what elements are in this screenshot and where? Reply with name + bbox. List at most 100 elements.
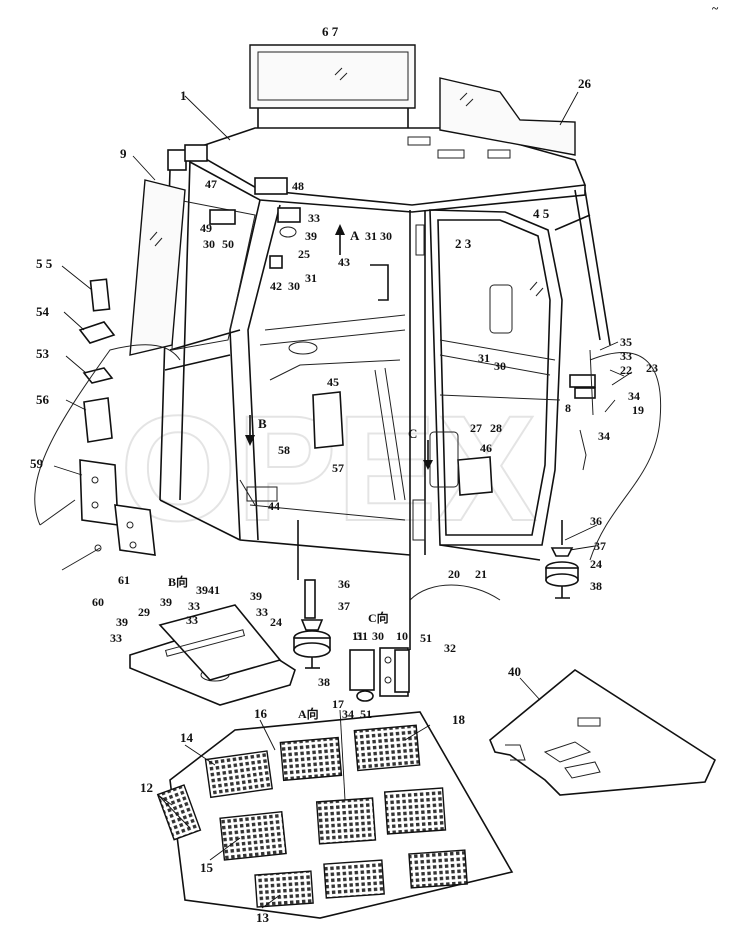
view-arrow-c: C (408, 426, 417, 441)
callout: 53 (36, 346, 50, 361)
callout: 54 (36, 304, 50, 319)
b-view-floor-plate (129, 604, 296, 706)
callout: 33 (308, 211, 320, 225)
mesh-15 (219, 810, 287, 861)
corner-mark: ~ (712, 1, 719, 15)
view-title-b: B向 (168, 574, 188, 589)
callout: 43 (338, 255, 350, 269)
callout: 47 (205, 177, 217, 191)
callout: 21 (475, 567, 487, 581)
roof-window-glass (249, 44, 416, 109)
mesh-13 (254, 870, 314, 908)
callout: 24 (270, 615, 282, 629)
callout: 45 (327, 375, 339, 389)
callout: 30 (203, 237, 215, 251)
mesh-17 (315, 797, 377, 845)
callout: 17 (332, 697, 344, 711)
mesh-12 (156, 784, 202, 841)
callout: 5 5 (36, 256, 53, 271)
callout: 29 (138, 605, 150, 619)
callout: 27 (470, 421, 482, 435)
callout: 22 (620, 363, 632, 377)
plate-55 (89, 278, 111, 312)
callout: 33 (256, 605, 268, 619)
callout: 34 (598, 429, 610, 443)
callout: 24 (590, 557, 602, 571)
callout: 1 (180, 88, 187, 103)
callout: 8 (565, 401, 571, 415)
mesh-20 (323, 859, 385, 899)
mesh-19 (383, 787, 447, 835)
view-title-a: A向 (298, 706, 319, 721)
callout: 9 (120, 146, 127, 161)
callout: 6 7 (322, 24, 339, 39)
callout: 39 (116, 615, 128, 629)
bracket-59 (79, 459, 119, 526)
mesh-21 (408, 849, 468, 889)
callout: 30 (288, 279, 300, 293)
callout: 3941 (196, 583, 220, 597)
callout: 50 (222, 237, 234, 251)
callout: 42 (270, 279, 282, 293)
callout: 28 (490, 421, 502, 435)
callout: 31 (356, 629, 368, 643)
view-arrow-b: B (258, 416, 267, 431)
callout: 59 (30, 456, 44, 471)
callout: 49 (200, 221, 212, 235)
callout: 20 (448, 567, 460, 581)
panel-45 (312, 391, 344, 449)
a-view-floor-mat (156, 711, 514, 919)
callout: 33 (110, 631, 122, 645)
panel-46 (457, 456, 493, 496)
callout: 11 (352, 629, 363, 643)
callout: 10 (396, 629, 408, 643)
callout: 39 (250, 589, 262, 603)
plate-54 (78, 321, 116, 344)
callout: 58 (278, 443, 290, 457)
callout: 34 (628, 389, 640, 403)
callout: 38 (318, 675, 330, 689)
mesh-18 (353, 724, 421, 772)
callout: 61 (118, 573, 130, 587)
callout: 51 (360, 707, 372, 721)
rear-window-glass (439, 77, 576, 156)
callout: 31 (365, 229, 377, 243)
callout: 31 (478, 351, 490, 365)
leader-lines (53, 91, 633, 909)
mesh-16 (279, 736, 343, 782)
callout: 36 (338, 577, 350, 591)
callout: 46 (480, 441, 492, 455)
callout: 32 (444, 641, 456, 655)
callout: 33 (186, 613, 198, 627)
callout: 30 (380, 229, 392, 243)
callout: 60 (92, 595, 104, 609)
callout: 44 (268, 499, 280, 513)
callout: 56 (36, 392, 50, 407)
mount-assembly-right (545, 520, 579, 599)
left-side-glass (129, 179, 186, 356)
callout: 35 (620, 335, 632, 349)
callout: 18 (452, 712, 466, 727)
callout: 34 (342, 707, 354, 721)
mesh-14 (204, 750, 274, 799)
callout: 30 (494, 359, 506, 373)
callout: 26 (578, 76, 592, 91)
callout-labels: 1 6 7 26 9 47 48 33 39 25 49 30 50 2 3 4… (30, 24, 658, 925)
callout: 14 (180, 730, 194, 745)
callout: 37 (594, 539, 606, 553)
callout: 57 (332, 461, 344, 475)
callout: 16 (254, 706, 268, 721)
callout: 19 (632, 403, 644, 417)
callout: 39 (160, 595, 172, 609)
callout: 30 (372, 629, 384, 643)
callout: 2 3 (455, 236, 472, 251)
view-arrows: A B C B向 C向 A向 (168, 224, 433, 721)
callout: 13 (256, 910, 270, 925)
door-frame (429, 209, 563, 546)
callout: 31 (305, 271, 317, 285)
c-view-hinge (349, 555, 411, 702)
callout: 36 (590, 514, 602, 528)
callout: 40 (508, 664, 521, 679)
callout: 48 (292, 179, 304, 193)
